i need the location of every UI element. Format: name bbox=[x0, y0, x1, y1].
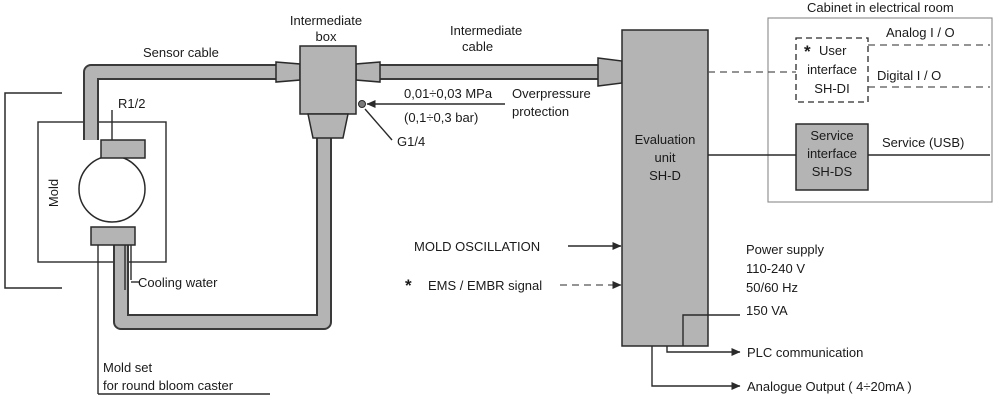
overpressure-label-2: protection bbox=[512, 104, 569, 119]
plc-communication-line bbox=[666, 346, 741, 356]
intermediate-box bbox=[275, 45, 381, 139]
sensor-block-bottom bbox=[90, 226, 136, 246]
evaluation-unit-label-3: SH-D bbox=[649, 168, 681, 183]
mold-label: Mold bbox=[46, 179, 61, 207]
evaluation-unit bbox=[597, 29, 709, 347]
service-interface-label-1: Service bbox=[810, 128, 853, 143]
mold-set-label-1: Mold set bbox=[103, 360, 153, 375]
analog-io-label: Analog I / O bbox=[886, 25, 955, 40]
ems-asterisk: * bbox=[405, 276, 412, 295]
plc-communication-label: PLC communication bbox=[747, 345, 863, 360]
sensor-cable-pipe bbox=[83, 64, 278, 140]
service-interface-box bbox=[795, 123, 869, 191]
mold-oscillation-label: MOLD OSCILLATION bbox=[414, 239, 540, 254]
mold-set-label-2: for round bloom caster bbox=[103, 378, 234, 393]
g14-leader bbox=[364, 108, 393, 141]
power-supply-label-3: 50/60 Hz bbox=[746, 280, 798, 295]
overpressure-label-1: Overpressure bbox=[512, 86, 591, 101]
sensor-block-top bbox=[100, 139, 146, 159]
service-usb-label: Service (USB) bbox=[882, 135, 964, 150]
r12-label: R1/2 bbox=[118, 96, 145, 111]
evaluation-unit-label-1: Evaluation bbox=[635, 132, 696, 147]
power-supply-line bbox=[682, 314, 740, 346]
sensor-cable-label: Sensor cable bbox=[143, 45, 219, 60]
cooling-water-label: Cooling water bbox=[138, 275, 218, 290]
sensor-return-hose bbox=[113, 136, 332, 330]
cabinet-title: Cabinet in electrical room bbox=[807, 0, 954, 15]
analogue-output-line bbox=[651, 346, 741, 390]
mold-round-strand bbox=[78, 155, 146, 223]
user-interface-label-2: interface bbox=[807, 62, 857, 77]
user-interface-box bbox=[795, 37, 869, 103]
power-supply-label-2: 110-240 V bbox=[746, 261, 805, 276]
intermediate-cable-label-2: cable bbox=[462, 39, 493, 54]
service-interface-label-3: SH-DS bbox=[812, 164, 853, 179]
digital-io-label: Digital I / O bbox=[877, 68, 941, 83]
user-interface-asterisk: * bbox=[804, 42, 811, 61]
pressure-value-mpa: 0,01÷0,03 MPa bbox=[404, 86, 493, 101]
intermediate-cable-label-1: Intermediate bbox=[450, 23, 522, 38]
power-supply-label-4: 150 VA bbox=[746, 303, 788, 318]
analogue-output-label: Analogue Output ( 4÷20mA ) bbox=[747, 379, 912, 394]
mold-outer-frame bbox=[4, 92, 62, 289]
user-interface-label-3: SH-DI bbox=[814, 81, 849, 96]
service-interface-label-2: interface bbox=[807, 146, 857, 161]
cabinet-frame bbox=[767, 17, 993, 203]
power-supply-label-1: Power supply bbox=[746, 242, 825, 257]
evaluation-unit-label-2: unit bbox=[655, 150, 676, 165]
g14-label: G1/4 bbox=[397, 134, 425, 149]
ems-signal-label: EMS / EMBR signal bbox=[428, 278, 542, 293]
intermediate-box-label-1: Intermediate bbox=[290, 13, 362, 28]
user-interface-label-1: User bbox=[819, 43, 847, 58]
pressure-value-bar: (0,1÷0,3 bar) bbox=[404, 110, 478, 125]
intermediate-box-label-2: box bbox=[316, 29, 337, 44]
